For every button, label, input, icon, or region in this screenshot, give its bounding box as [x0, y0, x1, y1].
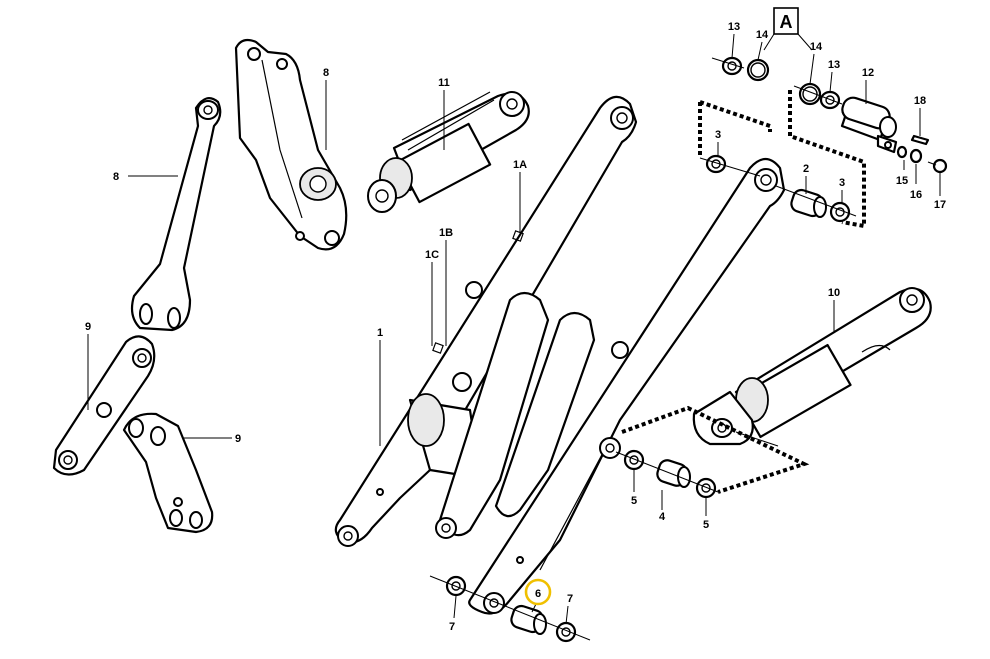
bracket-plate-8: [234, 38, 348, 251]
cylinder-10: [692, 287, 932, 446]
callout-1B: 1B: [439, 227, 453, 239]
callout-5a: 5: [631, 495, 637, 507]
callout-7b: 7: [567, 593, 573, 605]
pin-12: [840, 96, 898, 154]
seal-3-left: [705, 154, 727, 174]
callout-17: 17: [934, 199, 946, 211]
callout-5b: 5: [703, 519, 709, 531]
callout-labels: 13 14 14 13 12 18 8 8 11 1A 3 2 3 15 16 …: [85, 21, 946, 633]
seal-5-right: [695, 477, 717, 499]
callout-9a: 9: [85, 321, 91, 333]
callout-14b: 14: [810, 41, 823, 53]
seal-3-right: [829, 201, 851, 223]
bushing-6: [510, 604, 547, 635]
dashed-group-lines: [621, 90, 866, 494]
callout-8a: 8: [323, 67, 329, 79]
callout-11: 11: [438, 77, 450, 89]
callout-14a: 14: [756, 29, 769, 41]
callout-2: 2: [803, 163, 809, 175]
cylinder-11: [367, 91, 530, 213]
group-a-label: A: [780, 12, 793, 32]
callout-3b: 3: [839, 177, 845, 189]
link-plate-9-upper: [52, 335, 156, 476]
nut-16: [909, 148, 923, 164]
seal-7-right: [555, 621, 577, 643]
callout-6: 6: [535, 588, 541, 600]
bushing-2: [790, 188, 827, 218]
callout-15: 15: [896, 175, 908, 187]
callout-4: 4: [659, 511, 666, 523]
callout-1C: 1C: [425, 249, 439, 261]
callout-13b: 13: [828, 59, 840, 71]
callout-8b: 8: [113, 171, 119, 183]
highlight-ring: [524, 578, 552, 606]
callout-7a: 7: [449, 621, 455, 633]
oring-14-top-right: [798, 82, 822, 106]
callout-16: 16: [910, 189, 922, 201]
bolt-17: [927, 158, 948, 174]
center-lines: [429, 57, 857, 641]
callout-leaders: [87, 33, 941, 625]
callout-13a: 13: [728, 21, 740, 33]
bushing-4: [656, 459, 691, 488]
screw-18: [910, 134, 930, 146]
callout-3a: 3: [715, 129, 721, 141]
oring-14-top-left: [746, 58, 770, 82]
washer-15: [896, 145, 908, 159]
group-a-marker: A: [763, 7, 813, 51]
seal-5-left: [623, 449, 645, 471]
lift-arm-frame: [334, 95, 786, 615]
callout-18: 18: [914, 95, 926, 107]
callout-9b: 9: [235, 433, 241, 445]
link-plate-9-lower: [122, 412, 214, 534]
callout-10: 10: [828, 287, 840, 299]
callout-1: 1: [377, 327, 383, 339]
callout-1A: 1A: [513, 159, 527, 171]
callout-12: 12: [862, 67, 874, 79]
link-rod-8: [130, 97, 222, 332]
